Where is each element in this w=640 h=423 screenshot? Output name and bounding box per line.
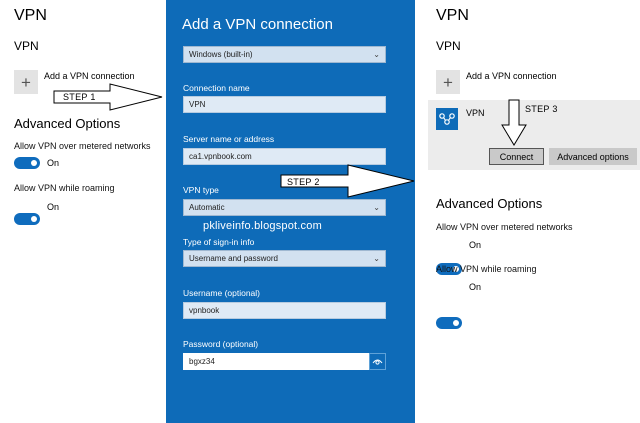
username-field[interactable]: vpnbook bbox=[183, 302, 386, 319]
username-value: vpnbook bbox=[189, 306, 220, 315]
advanced-options-button[interactable]: Advanced options bbox=[549, 148, 637, 165]
server-address-label: Server name or address bbox=[183, 134, 275, 144]
left-add-vpn-label[interactable]: Add a VPN connection bbox=[44, 71, 135, 81]
left-window-title: VPN bbox=[14, 7, 47, 24]
chevron-down-icon: ⌄ bbox=[373, 203, 380, 212]
left-metered-state: On bbox=[47, 158, 60, 168]
password-value: bgxz34 bbox=[189, 357, 215, 366]
password-field[interactable]: bgxz34 bbox=[183, 353, 369, 370]
chevron-down-icon: ⌄ bbox=[373, 254, 380, 263]
username-label: Username (optional) bbox=[183, 288, 261, 298]
right-section-title: VPN bbox=[436, 39, 461, 53]
right-add-vpn-label[interactable]: Add a VPN connection bbox=[466, 71, 557, 81]
vpn-connection-name: VPN bbox=[466, 108, 485, 118]
vpn-network-icon bbox=[436, 108, 458, 130]
connection-name-field[interactable]: VPN bbox=[183, 96, 386, 113]
right-metered-toggle[interactable] bbox=[436, 263, 462, 275]
step3-label: STEP 3 bbox=[525, 104, 558, 114]
password-label: Password (optional) bbox=[183, 339, 259, 349]
server-address-value: ca1.vpnbook.com bbox=[189, 152, 252, 161]
right-roaming-toggle[interactable] bbox=[436, 317, 462, 329]
right-roaming-label: Allow VPN while roaming bbox=[436, 264, 537, 274]
password-reveal-button[interactable] bbox=[369, 353, 386, 370]
vpn-type-value: Automatic bbox=[189, 203, 225, 212]
connection-name-value: VPN bbox=[189, 100, 206, 109]
right-roaming-state: On bbox=[469, 282, 482, 292]
step2-label: STEP 2 bbox=[287, 177, 320, 187]
plus-icon: + bbox=[21, 72, 31, 92]
signin-type-label: Type of sign-in info bbox=[183, 237, 255, 247]
left-roaming-label: Allow VPN while roaming bbox=[14, 183, 115, 193]
right-metered-label: Allow VPN over metered networks bbox=[436, 222, 573, 232]
right-metered-state: On bbox=[469, 240, 482, 250]
left-advanced-options-title: Advanced Options bbox=[14, 116, 121, 131]
step1-label: STEP 1 bbox=[63, 92, 96, 102]
right-advanced-options-title: Advanced Options bbox=[436, 196, 543, 211]
server-address-field[interactable]: ca1.vpnbook.com bbox=[183, 148, 386, 165]
left-roaming-state: On bbox=[47, 202, 60, 212]
right-window-title: VPN bbox=[436, 7, 469, 24]
right-add-vpn-button[interactable]: + bbox=[436, 70, 460, 94]
signin-type-value: Username and password bbox=[189, 254, 278, 263]
vpn-type-label: VPN type bbox=[183, 185, 219, 195]
watermark-text: pkliveinfo.blogspot.com bbox=[203, 220, 322, 232]
connection-name-label: Connection name bbox=[183, 83, 250, 93]
plus-icon: + bbox=[443, 72, 453, 92]
chevron-down-icon: ⌄ bbox=[373, 50, 380, 59]
dialog-title: Add a VPN connection bbox=[182, 16, 333, 33]
left-metered-label: Allow VPN over metered networks bbox=[14, 141, 151, 151]
eye-icon bbox=[372, 359, 383, 365]
left-add-vpn-button[interactable]: + bbox=[14, 70, 38, 94]
vpn-provider-select[interactable]: Windows (built-in) ⌄ bbox=[183, 46, 386, 63]
vpn-type-select[interactable]: Automatic ⌄ bbox=[183, 199, 386, 216]
signin-type-select[interactable]: Username and password ⌄ bbox=[183, 250, 386, 267]
vpn-provider-value: Windows (built-in) bbox=[189, 50, 253, 59]
connect-button[interactable]: Connect bbox=[489, 148, 544, 165]
left-metered-toggle[interactable] bbox=[14, 157, 40, 169]
left-roaming-toggle[interactable] bbox=[14, 213, 40, 225]
left-section-title: VPN bbox=[14, 39, 39, 53]
